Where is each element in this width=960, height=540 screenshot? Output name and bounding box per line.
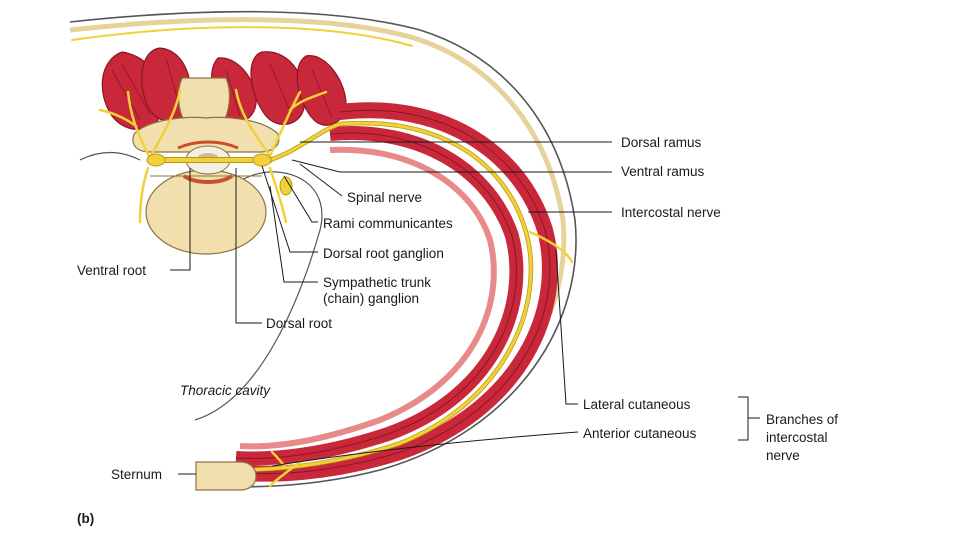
panel-letter: (b) (77, 511, 94, 526)
label-sympathetic-trunk-line2: (chain) ganglion (323, 291, 419, 306)
label-dorsal-ramus: Dorsal ramus (621, 135, 702, 150)
label-intercostal-nerve: Intercostal nerve (621, 205, 721, 220)
leader-lines (170, 141, 760, 475)
label-sympathetic-trunk: Sympathetic trunk (323, 275, 431, 290)
label-branches-line1: Branches of (766, 412, 838, 427)
label-branches-line3: nerve (766, 448, 800, 463)
label-branches-line2: intercostal (766, 430, 828, 445)
sternum (195, 461, 257, 491)
label-spinal-nerve: Spinal nerve (347, 190, 422, 205)
label-lateral-cutaneous: Lateral cutaneous (583, 397, 691, 412)
label-anterior-cutaneous: Anterior cutaneous (583, 426, 697, 441)
label-ventral-root: Ventral root (77, 263, 146, 278)
label-rami-communicantes: Rami communicantes (323, 216, 453, 231)
label-thoracic-cavity: Thoracic cavity (180, 383, 271, 398)
label-dorsal-root-ganglion: Dorsal root ganglion (323, 246, 444, 261)
label-dorsal-root: Dorsal root (266, 316, 332, 331)
labels: Dorsal ramus Ventral ramus Intercostal n… (77, 135, 838, 526)
nerves (71, 26, 574, 488)
label-sternum: Sternum (111, 467, 162, 482)
label-ventral-ramus: Ventral ramus (621, 164, 705, 179)
